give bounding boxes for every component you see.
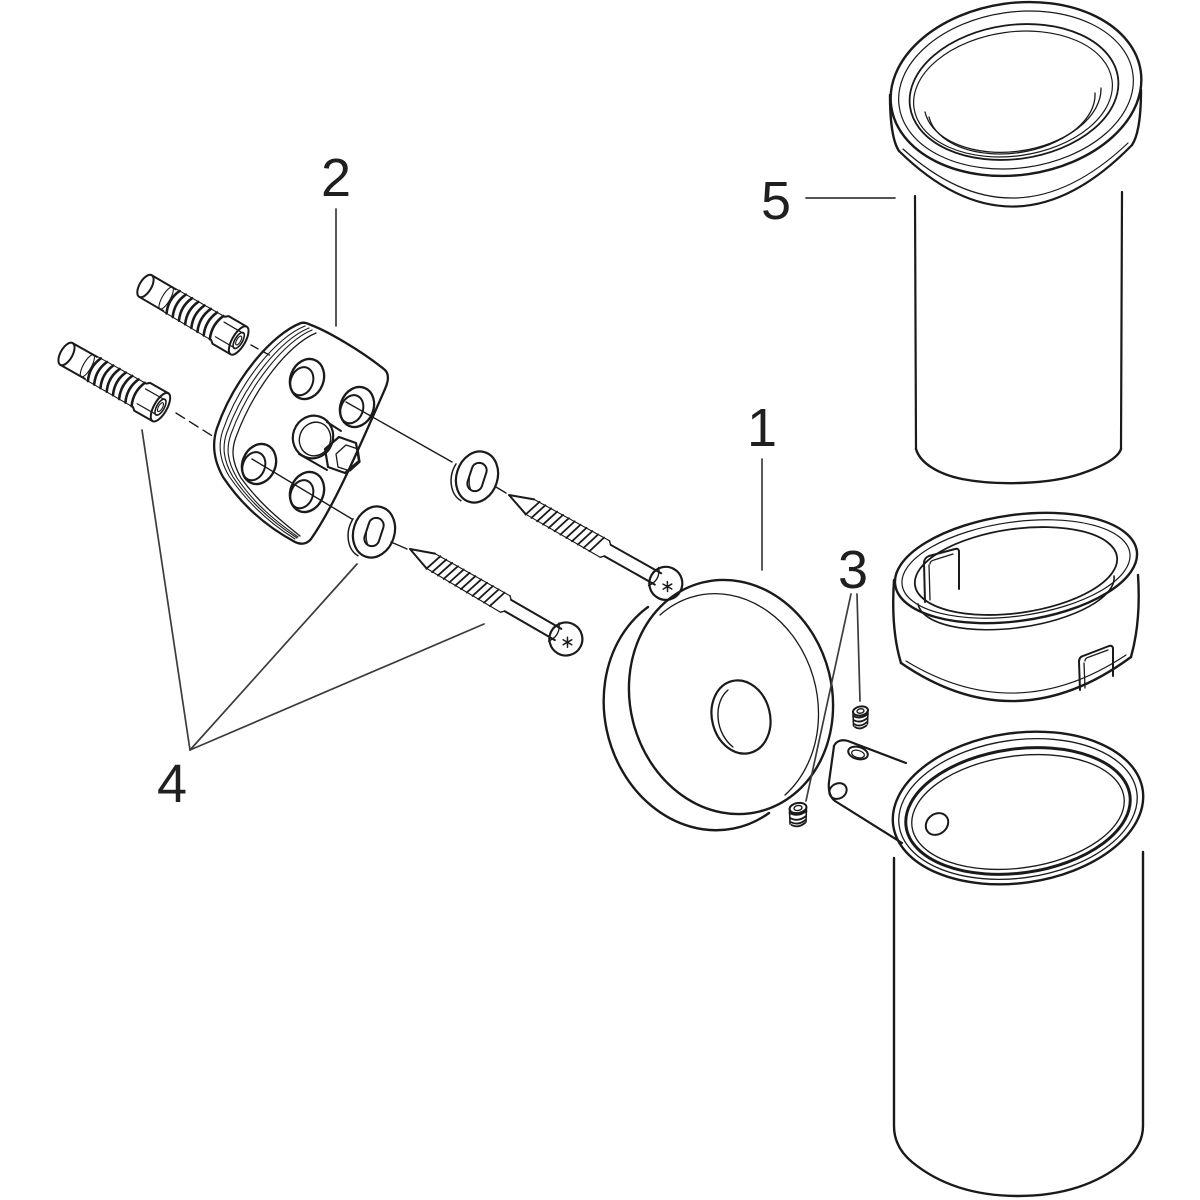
drain-hole: [924, 812, 950, 836]
wall-anchor-lower: [52, 335, 176, 426]
callout-3: 3: [838, 540, 868, 600]
washer-upper: [443, 443, 506, 511]
set-screw-lower: [788, 801, 808, 828]
tumbler-glass: [888, 0, 1143, 485]
leader-4b: [189, 563, 358, 751]
wall-plate: [212, 321, 390, 545]
leader-3a: [856, 593, 861, 702]
washer-lower: [340, 498, 403, 566]
wall-anchor-upper: [130, 267, 254, 359]
screw-lower: [400, 533, 590, 663]
spring-clip-right: [1078, 644, 1114, 691]
callout-4: 4: [157, 754, 187, 814]
leader-4c: [189, 623, 485, 751]
plate-hole: [332, 380, 382, 434]
callout-1: 1: [747, 398, 777, 458]
rosette-escutcheon: [602, 578, 835, 832]
assembly-axis-lines: [175, 344, 507, 550]
rosette-thickness-edge: [602, 605, 771, 832]
rosette-hole: [710, 679, 772, 755]
leader-4a: [141, 429, 191, 751]
callout-labels: 2 5 1 3 4: [157, 148, 868, 814]
callout-2: 2: [321, 148, 351, 208]
holder-cup: [827, 730, 1145, 1198]
plate-stud: [291, 414, 361, 475]
mounting-stub: [827, 739, 908, 845]
leader-3b: [805, 593, 852, 802]
screw-upper: [499, 479, 690, 607]
ring-inner-bottom: [917, 575, 1115, 631]
callout-leader-lines: [141, 197, 896, 802]
rim-band-bottom: [897, 143, 1134, 208]
callout-5: 5: [761, 171, 791, 231]
rosette-chamfer: [659, 593, 820, 796]
set-screw-upper: [852, 705, 869, 730]
plate-hole: [282, 352, 332, 406]
ring-insert: [892, 511, 1140, 703]
spring-clip-left: [923, 547, 960, 603]
